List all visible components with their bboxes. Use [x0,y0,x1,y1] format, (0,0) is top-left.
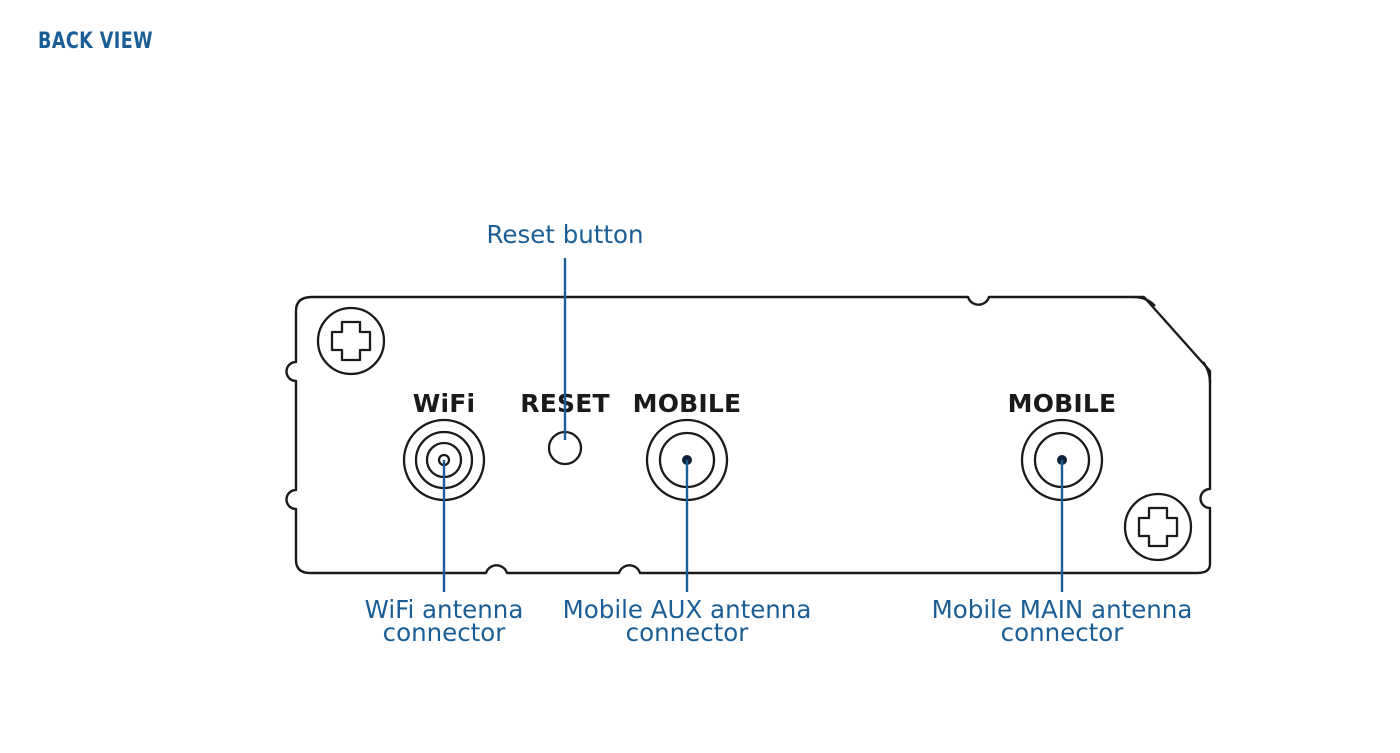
callout-mobile-aux-antenna: Mobile AUX antenna connector [563,595,812,647]
case-chamfer-top [1132,295,1156,307]
case-chamfer-bottom [1202,361,1212,384]
callout-mobile-main-antenna: Mobile MAIN antenna connector [932,595,1193,647]
callout-mobile-aux-antenna-line2: connector [626,618,750,647]
callout-mobile-aux-antenna-line1: Mobile AUX antenna [563,595,812,624]
callout-mobile-main-antenna-line1: Mobile MAIN antenna [932,595,1193,624]
callout-mobile-main-antenna-line2: connector [1001,618,1125,647]
silkscreen-label-mobile-main: MOBILE [1008,389,1117,418]
callout-reset-button: Reset button [486,220,643,249]
screw-bottom-right [1123,492,1193,562]
screw-top-left [316,306,386,376]
callout-wifi-antenna: WiFi antenna connector [365,595,524,647]
silkscreen-label-wifi: WiFi [413,389,476,418]
callout-wifi-antenna-line1: WiFi antenna [365,595,524,624]
callout-wifi-antenna-line2: connector [383,618,507,647]
silkscreen-label-mobile-aux: MOBILE [633,389,742,418]
page-title: BACK VIEW [38,29,153,54]
device-case-outline [285,295,1212,575]
